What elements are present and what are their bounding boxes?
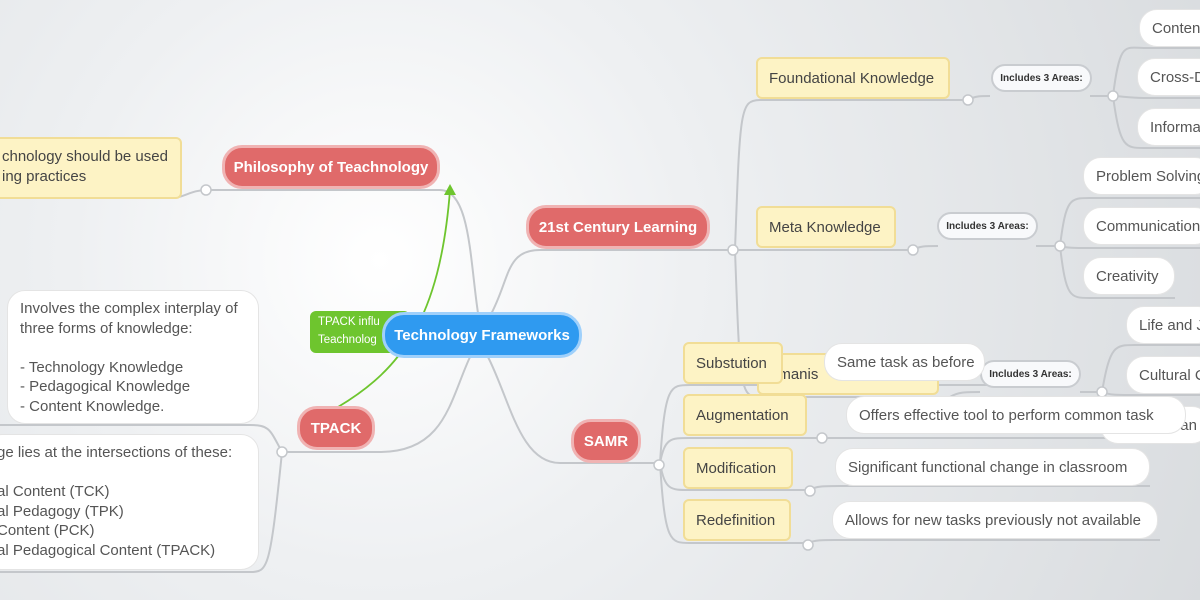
topic-samr[interactable]: SAMR xyxy=(571,419,641,463)
foundational-item-1[interactable]: Conten xyxy=(1139,9,1200,47)
meta-areas-label[interactable]: Includes 3 Areas: xyxy=(937,212,1038,240)
tpack-note-interplay[interactable]: Involves the complex interplay of three … xyxy=(7,290,259,424)
samr-stage-substitution[interactable]: Substution xyxy=(683,342,783,384)
humanistic-item-2[interactable]: Cultural C xyxy=(1126,356,1200,394)
topic-21st-century-learning[interactable]: 21st Century Learning xyxy=(526,205,710,249)
subtopic-meta-knowledge[interactable]: Meta Knowledge xyxy=(756,206,896,248)
samr-stage-redefinition[interactable]: Redefinition xyxy=(683,499,791,541)
humanistic-areas-label[interactable]: Includes 3 Areas: xyxy=(980,360,1081,388)
samr-desc-augmentation[interactable]: Offers effective tool to perform common … xyxy=(846,396,1186,434)
subtopic-foundational-knowledge[interactable]: Foundational Knowledge xyxy=(756,57,950,99)
samr-stage-modification[interactable]: Modification xyxy=(683,447,793,489)
foundational-item-2[interactable]: Cross-D xyxy=(1137,58,1200,96)
foundational-areas-label[interactable]: Includes 3 Areas: xyxy=(991,64,1092,92)
samr-desc-modification[interactable]: Significant functional change in classro… xyxy=(835,448,1150,486)
humanistic-item-1[interactable]: Life and J xyxy=(1126,306,1200,344)
meta-item-communication[interactable]: Communication xyxy=(1083,207,1200,245)
samr-desc-substitution[interactable]: Same task as before xyxy=(824,343,985,381)
foundational-item-3[interactable]: Informa xyxy=(1137,108,1200,146)
topic-philosophy[interactable]: Philosophy of Teachnology xyxy=(222,145,440,189)
philosophy-note[interactable]: chnology should be used ing practices xyxy=(0,137,182,199)
meta-item-problem-solving[interactable]: Problem Solving xyxy=(1083,157,1200,195)
tpack-note-intersections[interactable]: ge lies at the intersections of these: a… xyxy=(0,434,259,570)
samr-desc-redefinition[interactable]: Allows for new tasks previously not avai… xyxy=(832,501,1158,539)
central-topic[interactable]: Technology Frameworks xyxy=(382,312,582,358)
relation-arrowhead xyxy=(444,184,456,195)
meta-item-creativity[interactable]: Creativity xyxy=(1083,257,1175,295)
topic-tpack[interactable]: TPACK xyxy=(297,406,375,450)
samr-stage-augmentation[interactable]: Augmentation xyxy=(683,394,807,436)
